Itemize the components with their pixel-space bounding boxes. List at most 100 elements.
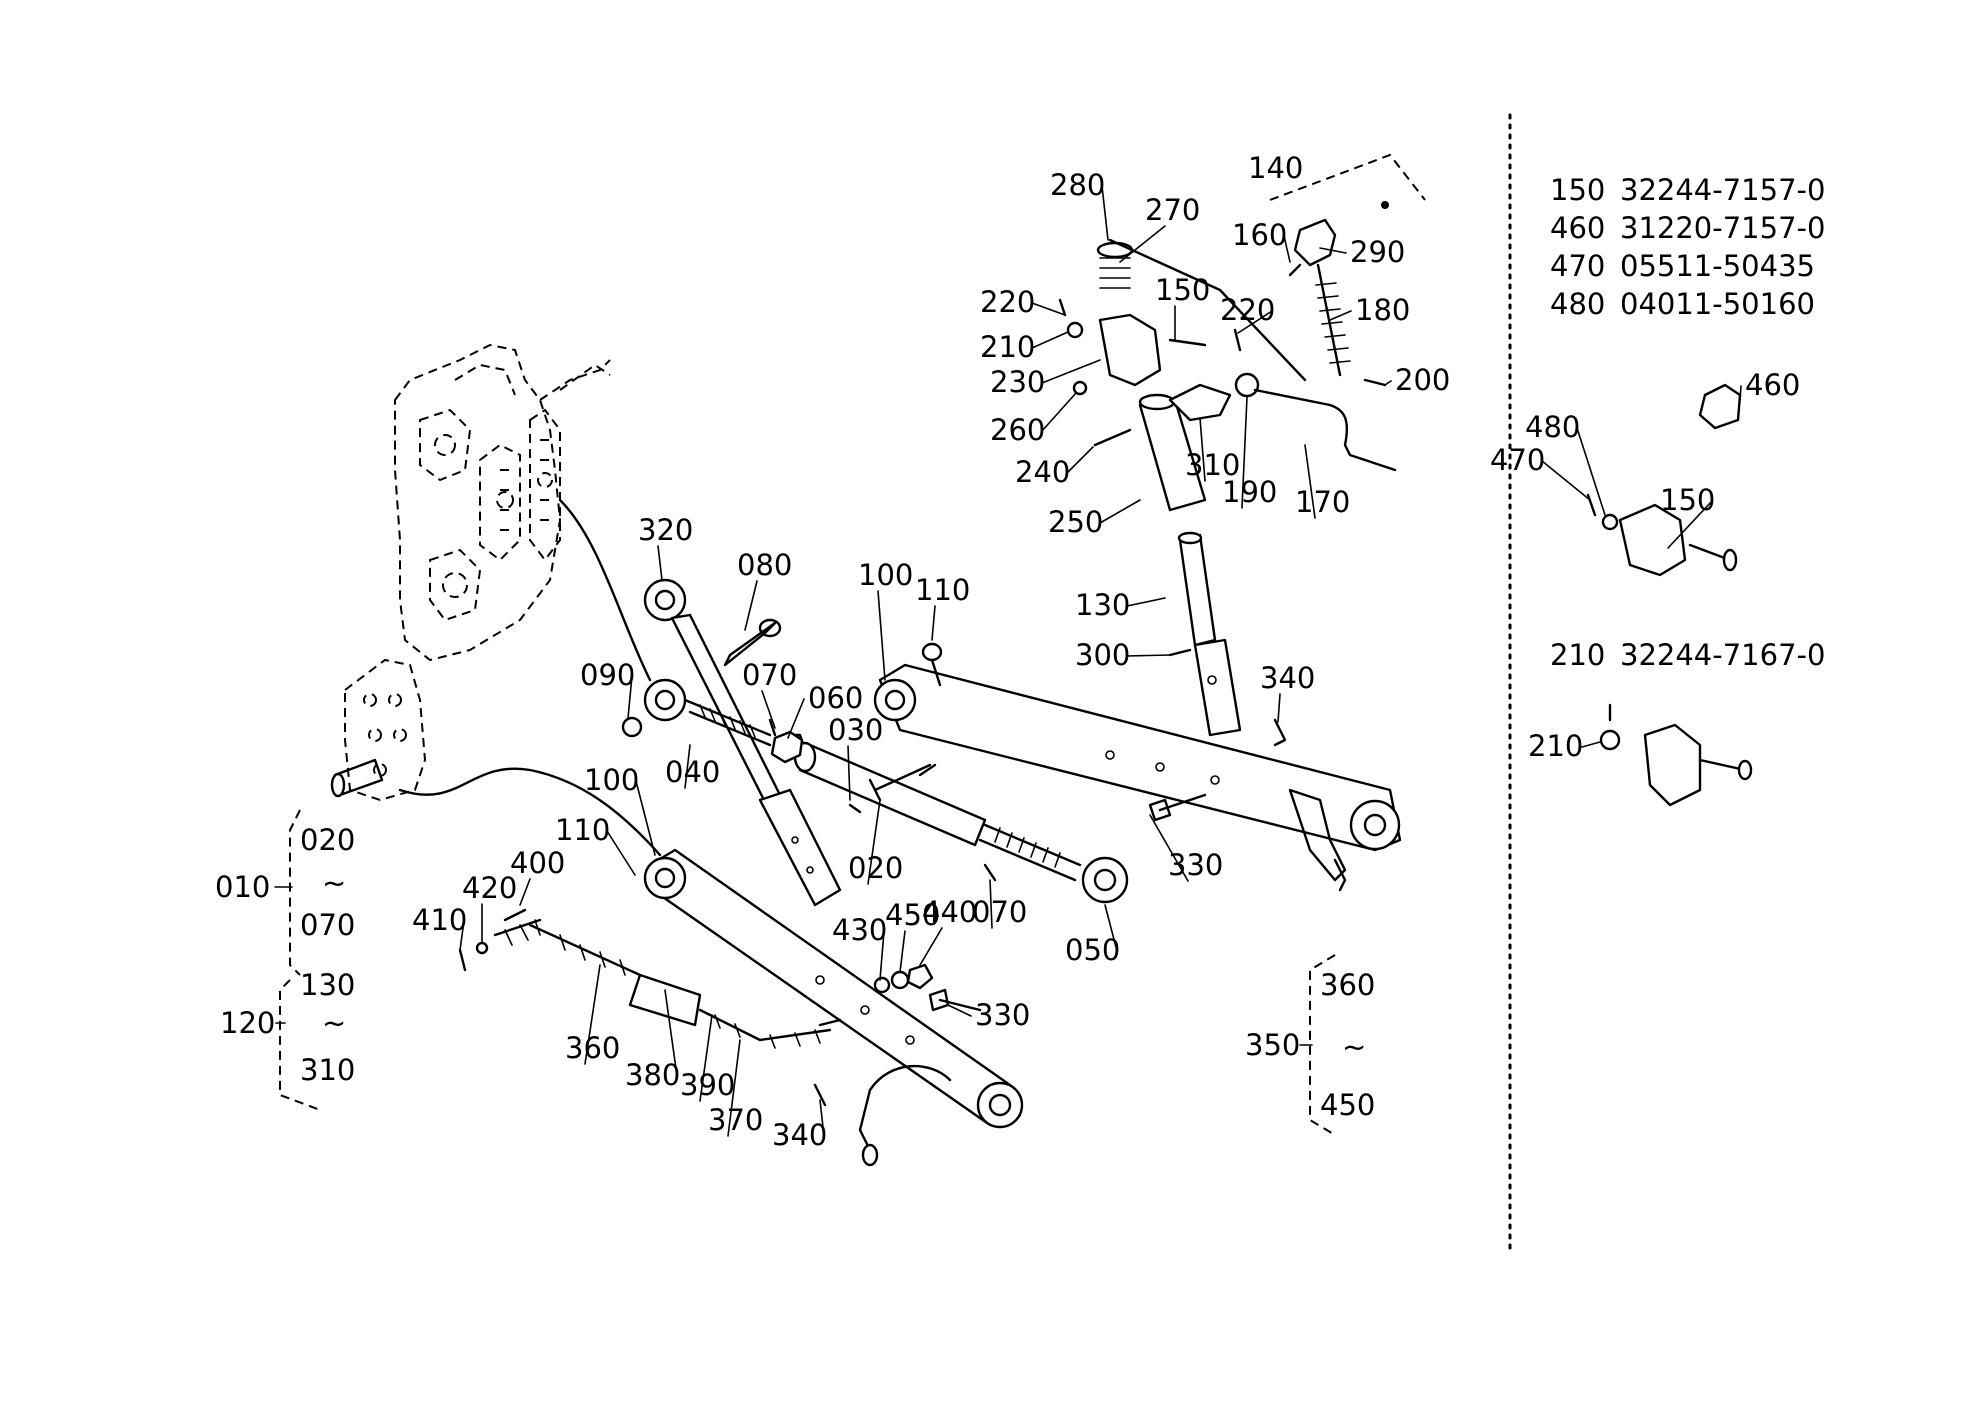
callout-410: 410 bbox=[412, 903, 467, 937]
leader-060 bbox=[787, 698, 805, 739]
callout-200: 200 bbox=[1395, 363, 1450, 397]
washer-430 bbox=[873, 976, 891, 994]
screw-180 bbox=[1315, 263, 1351, 377]
inset-leader-470 bbox=[1541, 460, 1591, 501]
leader-280 bbox=[1101, 185, 1109, 241]
pn-number-480: 04011-50160 bbox=[1620, 287, 1815, 321]
pin-200 bbox=[1363, 378, 1387, 387]
handle-170 bbox=[1253, 388, 1397, 472]
leader-330 bbox=[1149, 814, 1189, 882]
inset-part-2 bbox=[1599, 703, 1753, 807]
group-to-070: 070 bbox=[300, 908, 355, 942]
leader-100 bbox=[877, 590, 886, 681]
check-chain-hook bbox=[868, 1064, 952, 1092]
callout-130: 130 bbox=[1075, 588, 1130, 622]
inset-leader-460 bbox=[1739, 385, 1742, 401]
callout-250: 250 bbox=[1048, 505, 1103, 539]
top-link bbox=[1138, 393, 1242, 737]
leader-200 bbox=[1384, 380, 1392, 386]
leader-070 bbox=[989, 879, 993, 929]
washer-450 bbox=[890, 970, 910, 990]
callout-380: 380 bbox=[625, 1058, 680, 1092]
bolt-240 bbox=[1093, 428, 1132, 447]
handle-170-frame bbox=[1108, 238, 1307, 382]
callout-300: 300 bbox=[1075, 638, 1130, 672]
pin-410 bbox=[458, 948, 467, 972]
pin-300 bbox=[1168, 648, 1192, 657]
callout-190: 190 bbox=[1222, 475, 1277, 509]
nut-440 bbox=[906, 963, 934, 990]
group-120-bracket bbox=[279, 979, 321, 1111]
leader-130 bbox=[1126, 597, 1166, 607]
leader-170 bbox=[1304, 444, 1316, 519]
pin-220-left bbox=[1058, 298, 1067, 317]
inset-leader-480 bbox=[1576, 427, 1606, 516]
leader-070 bbox=[761, 690, 776, 729]
inset2-leader-210 bbox=[1581, 741, 1601, 748]
leader-110 bbox=[931, 605, 936, 641]
callout-180: 180 bbox=[1355, 293, 1410, 327]
pn-number-470: 05511-50435 bbox=[1620, 249, 1815, 283]
leader-160 bbox=[1283, 235, 1291, 263]
callout-170: 170 bbox=[1295, 485, 1350, 519]
leader-290 bbox=[1319, 247, 1347, 254]
group-from-360: 360 bbox=[1320, 968, 1375, 1002]
leader-450 bbox=[899, 930, 906, 973]
leader-220 bbox=[1031, 302, 1066, 316]
leader-220 bbox=[1237, 310, 1273, 334]
washer-420 bbox=[475, 941, 489, 955]
hitch-mount-bracket bbox=[330, 343, 611, 802]
leader-340 bbox=[1277, 693, 1281, 723]
leader-320 bbox=[657, 545, 663, 581]
inset-callout-460: 460 bbox=[1745, 368, 1800, 402]
pin-070-lower bbox=[983, 863, 997, 882]
callout-370: 370 bbox=[708, 1103, 763, 1137]
callout-220: 220 bbox=[980, 285, 1035, 319]
inset-leader-150 bbox=[1667, 500, 1713, 549]
lower-link-right bbox=[873, 663, 1402, 892]
group-010-bracket bbox=[289, 809, 301, 976]
group-to-310: 310 bbox=[300, 1053, 355, 1087]
bolt-330-lower bbox=[928, 988, 982, 1012]
leader-300 bbox=[1126, 654, 1171, 657]
pin-020 bbox=[868, 763, 932, 802]
callout-150: 150 bbox=[1155, 273, 1210, 307]
leader-lines bbox=[459, 185, 1392, 1137]
callout-070: 070 bbox=[742, 658, 797, 692]
leader-260 bbox=[1041, 392, 1077, 432]
inset-callout-150: 150 bbox=[1660, 483, 1715, 517]
group-from-130: 130 bbox=[300, 968, 355, 1002]
pin-110-upper bbox=[921, 642, 943, 687]
group-tilde: ~ bbox=[1342, 1030, 1366, 1064]
callout-420: 420 bbox=[462, 871, 517, 905]
callout-110: 110 bbox=[915, 573, 970, 607]
leader-190 bbox=[1241, 396, 1248, 509]
leader-410 bbox=[459, 920, 465, 951]
callout-310: 310 bbox=[1185, 448, 1240, 482]
callout-050: 050 bbox=[1065, 933, 1120, 967]
group-140-frame bbox=[1269, 153, 1426, 201]
check-chain-hook bbox=[858, 1088, 872, 1152]
check-chain bbox=[493, 918, 842, 1049]
washer-210 bbox=[1066, 321, 1084, 339]
callout-320: 320 bbox=[638, 513, 693, 547]
group-id-010: 010 bbox=[215, 870, 270, 904]
pn-number-210: 32244-7167-0 bbox=[1620, 638, 1825, 672]
leader-080 bbox=[744, 580, 758, 631]
leader-400 bbox=[519, 878, 531, 906]
bolt-330-upper bbox=[1148, 793, 1207, 822]
callout-210: 210 bbox=[980, 330, 1035, 364]
pn-ref-150: 150 bbox=[1550, 173, 1605, 207]
inset2-callout-210: 210 bbox=[1528, 729, 1583, 763]
leader-110 bbox=[606, 830, 636, 876]
leader-040 bbox=[684, 744, 691, 789]
group-tilde: ~ bbox=[322, 866, 346, 900]
group-from-020: 020 bbox=[300, 823, 355, 857]
pin bbox=[861, 1143, 879, 1167]
leader-430 bbox=[879, 930, 885, 981]
group-tilde: ~ bbox=[322, 1006, 346, 1040]
callout-240: 240 bbox=[1015, 455, 1070, 489]
group-id-120: 120 bbox=[220, 1006, 275, 1040]
